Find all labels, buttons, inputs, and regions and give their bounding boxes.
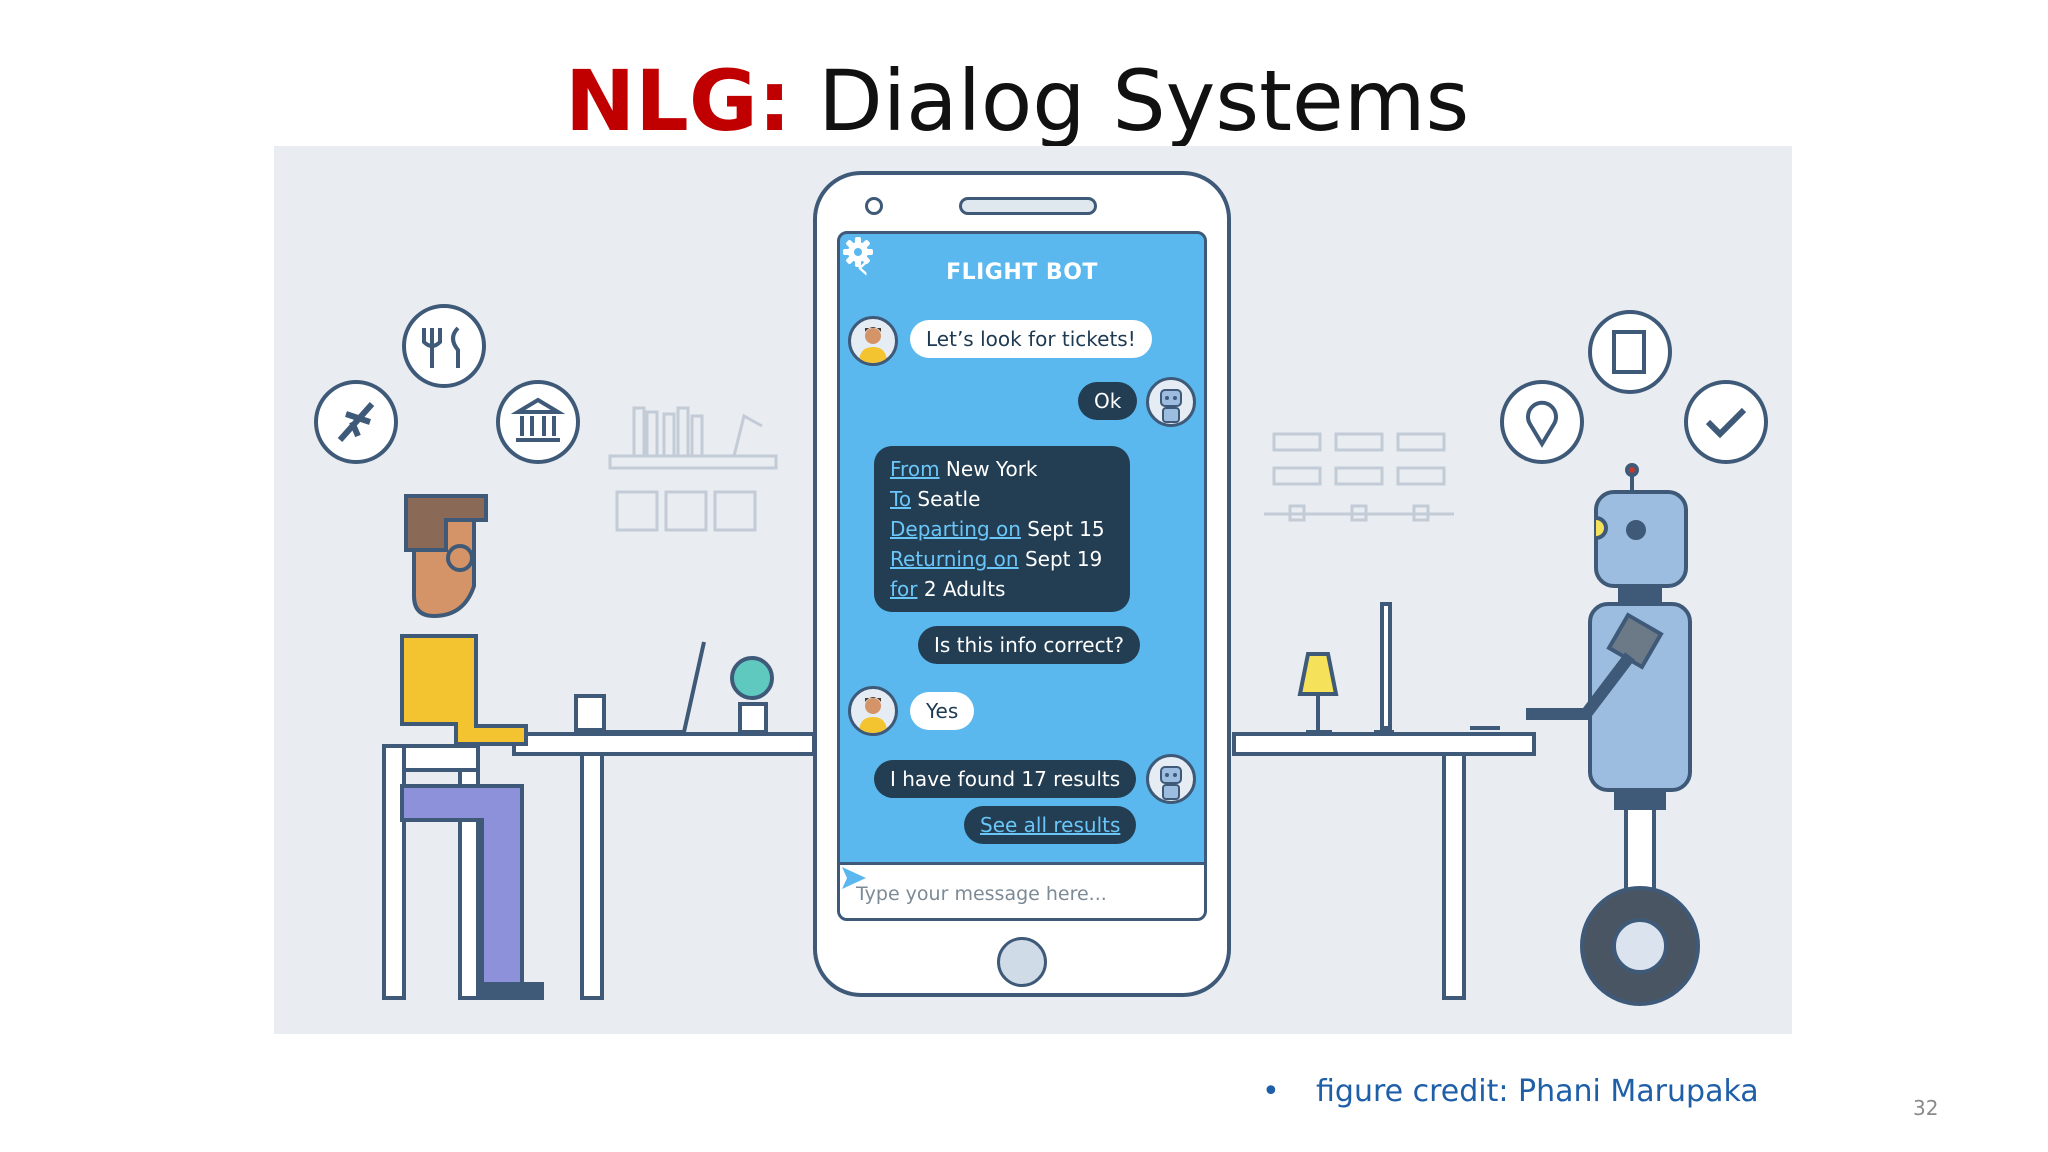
see-all-results-link[interactable]: See all results (964, 806, 1137, 844)
phone-home-button (997, 937, 1047, 987)
coffee-cup (574, 694, 606, 732)
summary-key: From (890, 457, 940, 481)
flowchart-decoration (1264, 432, 1454, 522)
summary-line-passengers: for 2 Adults (890, 574, 1114, 604)
illustration-scene (314, 304, 1768, 1006)
user-avatar (848, 316, 898, 366)
dialog-system-illustration: ‹ FLIGHT BOT Let’s look for tick (274, 146, 1792, 1034)
bank-icon (496, 380, 580, 464)
fork-knife-icon (402, 304, 486, 388)
document-icon (1588, 310, 1672, 394)
summary-line-departing: Departing on Sept 15 (890, 514, 1114, 544)
bot-avatar (1146, 377, 1196, 427)
caption-text: figure credit: Phani Marupaka (1316, 1074, 1759, 1109)
message-composer (840, 862, 1204, 918)
desk-lamp (1297, 652, 1339, 734)
chat-message-user: Yes (910, 692, 975, 730)
app-title: FLIGHT BOT (946, 260, 1098, 285)
summary-line-to: To Seatle (890, 484, 1114, 514)
phone-camera (865, 197, 883, 215)
title-text: Dialog Systems (818, 52, 1470, 150)
right-desk (1232, 732, 1536, 1000)
caption-bullet: • (1262, 1074, 1280, 1109)
phone-speaker (959, 197, 1097, 215)
summary-key: for (890, 577, 918, 601)
gear-icon[interactable] (840, 234, 876, 270)
chat-message-user: Let’s look for tickets! (910, 320, 1152, 358)
airplane-icon (314, 380, 398, 464)
chat-message-bot: Is this info correct? (918, 626, 1141, 664)
summary-value: New York (945, 457, 1038, 481)
page-number: 32 (1913, 1096, 1939, 1120)
checkmark-icon (1684, 380, 1768, 464)
location-pin-icon (1500, 380, 1584, 464)
robot (1526, 463, 1700, 1006)
summary-value: Sept 15 (1027, 517, 1105, 541)
summary-value: Sept 19 (1024, 547, 1103, 571)
chat-header: ‹ FLIGHT BOT (840, 234, 1204, 304)
smartphone: ‹ FLIGHT BOT Let’s look for tick (813, 171, 1231, 997)
message-input[interactable] (854, 875, 1148, 913)
summary-key: Departing on (890, 517, 1021, 541)
see-all-results-label: See all results (980, 813, 1121, 837)
summary-key: Returning on (890, 547, 1019, 571)
flight-summary-bubble: From New York To Seatle Departing on Sep… (874, 446, 1130, 612)
person-user (382, 494, 544, 1000)
summary-value: 2 Adults (923, 577, 1006, 601)
plant (730, 656, 774, 734)
laptop-left (604, 641, 706, 734)
send-icon[interactable] (840, 865, 868, 891)
title-keyword: NLG: (565, 52, 792, 150)
left-desk (512, 732, 816, 1000)
chat-message-bot: I have found 17 results (874, 760, 1137, 798)
bookshelf (608, 406, 778, 532)
chat-message-bot: Ok (1078, 382, 1138, 420)
monitor-right (1374, 602, 1500, 734)
figure-credit: • figure credit: Phani Marupaka (1262, 1072, 1759, 1112)
slide-title: NLG: Dialog Systems (565, 46, 1469, 156)
summary-key: To (890, 487, 912, 511)
user-avatar (848, 686, 898, 736)
summary-value: Seatle (917, 487, 981, 511)
chat-screen: ‹ FLIGHT BOT Let’s look for tick (837, 231, 1207, 921)
summary-line-from: From New York (890, 454, 1114, 484)
bot-avatar (1146, 754, 1196, 804)
summary-line-returning: Returning on Sept 19 (890, 544, 1114, 574)
